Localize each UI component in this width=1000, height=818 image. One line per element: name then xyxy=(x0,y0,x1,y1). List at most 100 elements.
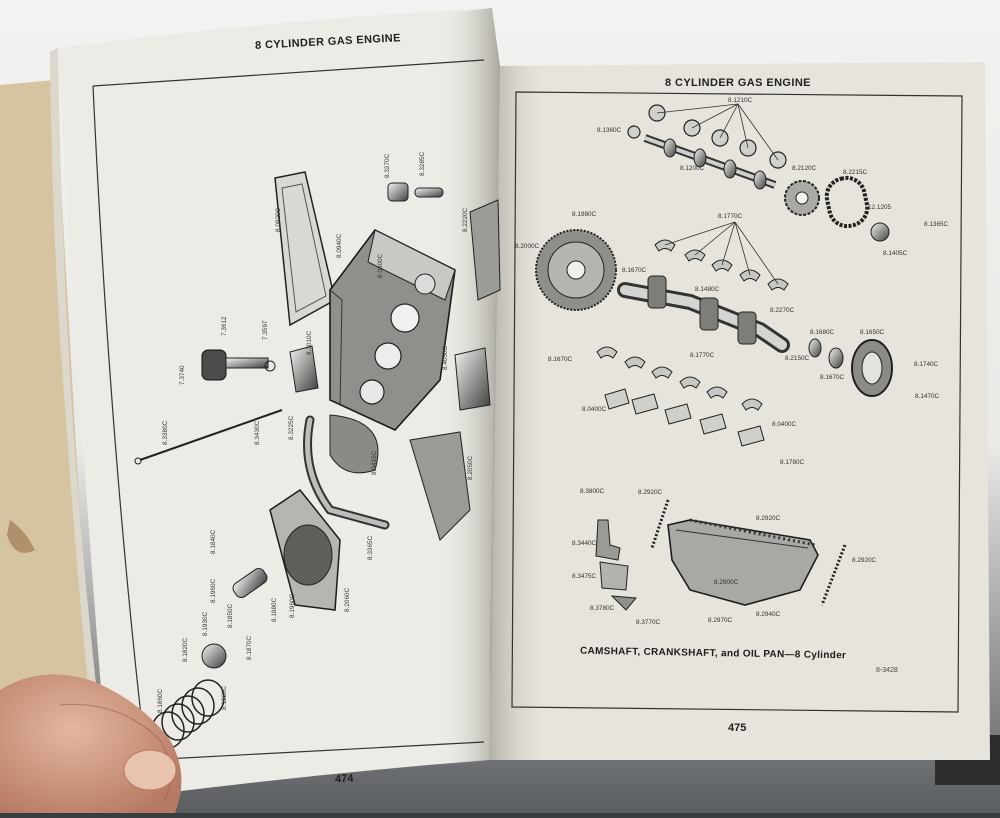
fuel-pump xyxy=(454,347,491,411)
page-edges xyxy=(50,48,110,800)
hand xyxy=(0,674,182,813)
dipstick xyxy=(139,409,283,461)
main-bearing-caps xyxy=(604,388,765,447)
part-label: 8.1360C xyxy=(597,127,622,134)
right-border xyxy=(511,91,963,713)
timing-chain xyxy=(824,175,870,229)
part-label: 8.4050C xyxy=(442,345,449,370)
part-label: 8.3225C xyxy=(288,415,295,440)
part-label: 8.2900C xyxy=(714,579,739,586)
oil-pump-screen-right xyxy=(610,595,637,611)
part-label: 8.3270C xyxy=(384,153,391,178)
part-label: 8.1930C xyxy=(202,611,209,636)
left-border-left xyxy=(92,85,147,761)
crank-sprocket xyxy=(870,222,890,242)
part-label: 8.1210C xyxy=(728,97,753,104)
part-label: 7.3597 xyxy=(262,320,269,340)
part-label: 8.1365C xyxy=(924,221,949,228)
part-label: 8.1740C xyxy=(914,361,939,368)
part-label: 8.0400C xyxy=(772,421,797,428)
flywheel-housing xyxy=(269,488,341,611)
part-label: 8.3430C xyxy=(254,420,261,445)
part-label: 8.1470C xyxy=(915,393,940,400)
part-label: 8.3285C xyxy=(419,151,426,176)
part-label: 8.1920C xyxy=(221,685,228,710)
figure-number: 8-3428 xyxy=(876,667,898,674)
part-label: 8.0920C xyxy=(275,207,282,232)
oil-filter-adapter xyxy=(289,345,319,393)
part-label: 8.3475C xyxy=(572,573,597,580)
part-label: 8.2120C xyxy=(792,165,817,172)
part-label: 8.1770C xyxy=(690,352,715,359)
part-label: 8.1670C xyxy=(820,374,845,381)
engine-block xyxy=(329,228,456,431)
part-label: 8.1820C xyxy=(182,637,189,662)
part-label: 8.2150C xyxy=(785,355,810,362)
part-label: 8.1480C xyxy=(695,286,720,293)
tappet xyxy=(387,182,409,202)
left-border-top xyxy=(92,59,485,87)
part-label: 8.1840C xyxy=(210,529,217,554)
part-label: 8.1650C xyxy=(860,329,885,336)
main-bearings-upper xyxy=(654,239,789,291)
harmonic-balancer xyxy=(851,339,893,397)
piston-pin xyxy=(414,187,444,198)
oil-pan-gasket-left xyxy=(650,499,670,549)
part-label: 8.1860C xyxy=(157,688,164,713)
part-label: 8.1870C xyxy=(246,635,253,660)
part-label: 8.0940C xyxy=(336,233,343,258)
rear-seal-retainer xyxy=(329,414,379,474)
cover-stain xyxy=(7,520,35,553)
part-label: 8.1670C xyxy=(622,267,647,274)
part-label: 8.0400C xyxy=(582,406,607,413)
part-label: 8.1770C xyxy=(718,213,743,220)
part-label: 8.1200C xyxy=(680,165,705,172)
old-cover-left xyxy=(0,80,95,790)
main-bearings-lower xyxy=(596,346,763,411)
part-label: 8.3770C xyxy=(636,619,661,626)
part-label: 8.1780C xyxy=(780,459,805,466)
right-page-number: 475 xyxy=(728,722,747,734)
part-label: 8.1850C xyxy=(227,603,234,628)
left-border-bottom xyxy=(145,741,485,761)
part-label: 8.2060C xyxy=(344,587,351,612)
part-label: 8.2920C xyxy=(852,557,877,564)
distributor xyxy=(201,349,276,381)
crank-washer xyxy=(828,347,844,369)
part-label: 8.3010C xyxy=(306,330,313,355)
left-page xyxy=(58,8,500,800)
part-label: 8.3780C xyxy=(590,605,615,612)
part-label: 8.2940C xyxy=(756,611,781,618)
part-label: 8.1405C xyxy=(883,250,908,257)
crank-seal xyxy=(808,338,822,358)
part-label: 8.2920C xyxy=(756,515,781,522)
part-label: 8.3380C xyxy=(162,420,169,445)
part-label: 8.0600C xyxy=(377,253,384,278)
part-label: 8.1980C xyxy=(572,211,597,218)
right-spine-shadow xyxy=(490,66,550,760)
timing-cover xyxy=(469,199,501,301)
part-label: 8.2970C xyxy=(708,617,733,624)
part-label: 8.2215C xyxy=(843,169,868,176)
part-label: 8.2270C xyxy=(770,307,795,314)
leader-lines-cam xyxy=(656,103,779,161)
left-page-number: 474 xyxy=(334,772,354,786)
part-label: 8.1680C xyxy=(810,329,835,336)
oil-pump-body xyxy=(599,561,629,591)
part-label: 8.1670C xyxy=(548,356,573,363)
part-label: 7.3740 xyxy=(179,365,186,385)
part-label: 8.2050C xyxy=(467,455,474,480)
part-label: 8.3440C xyxy=(572,540,597,547)
part-label: 8.2920C xyxy=(638,489,663,496)
part-label: 8.0415C xyxy=(371,450,378,475)
part-label: 8.2000C xyxy=(515,243,540,250)
camshaft xyxy=(643,134,777,190)
part-label: 8.1960C xyxy=(210,578,217,603)
part-label: 8.2220C xyxy=(462,207,469,232)
camshaft-bearings xyxy=(627,104,787,169)
flywheel xyxy=(535,229,617,311)
oil-pump-assembly xyxy=(201,567,268,669)
piston-rings xyxy=(151,679,225,749)
